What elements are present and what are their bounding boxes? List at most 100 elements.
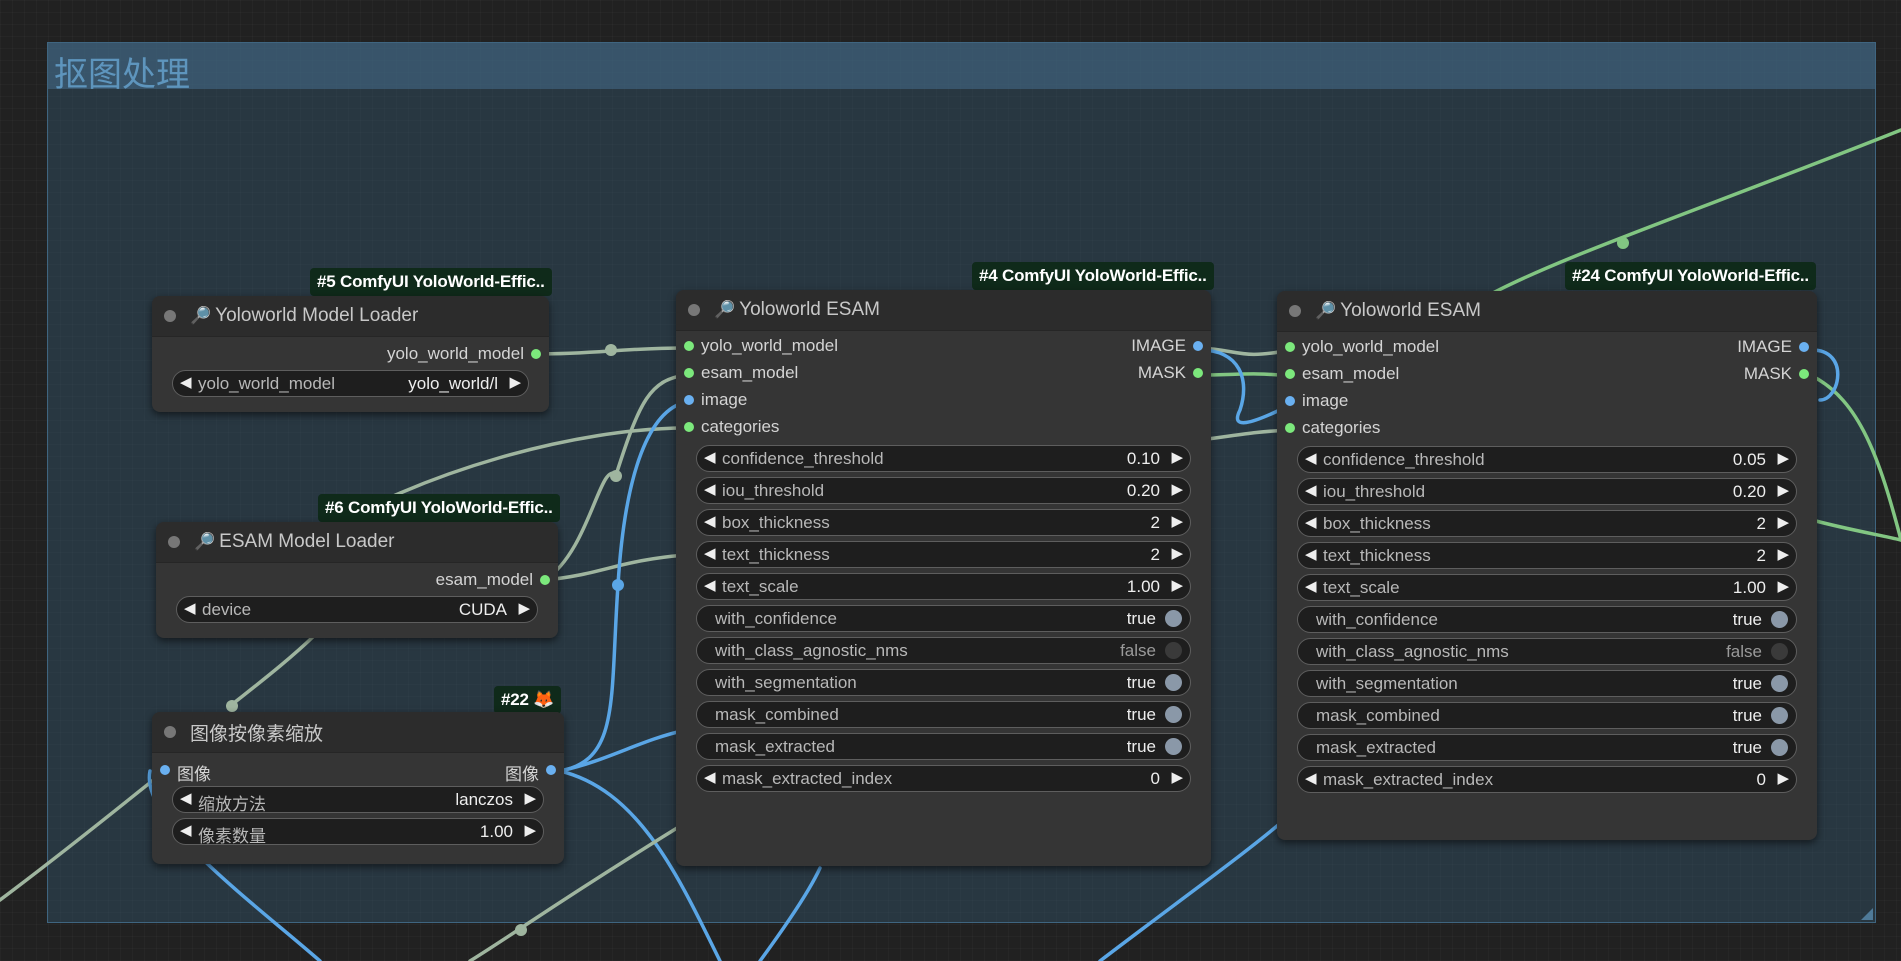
collapse-dot-icon[interactable]: [168, 536, 180, 548]
arrow-right-icon[interactable]: ▶: [1171, 513, 1183, 530]
arrow-right-icon[interactable]: ▶: [1171, 449, 1183, 466]
input-slot[interactable]: [1285, 342, 1295, 352]
toggle-knob-icon[interactable]: [1165, 642, 1182, 659]
collapse-dot-icon[interactable]: [164, 310, 176, 322]
node-yoloworld-esam-24[interactable]: 🔎 Yoloworld ESAM yolo_world_model IMAGE …: [1277, 291, 1817, 840]
group-resize-handle[interactable]: [1861, 908, 1873, 920]
arrow-right-icon[interactable]: ▶: [1171, 545, 1183, 562]
arrow-left-icon[interactable]: ◀: [704, 545, 716, 562]
arrow-left-icon[interactable]: ◀: [180, 374, 192, 391]
arrow-left-icon[interactable]: ◀: [184, 600, 196, 617]
input-slot[interactable]: [684, 395, 694, 405]
arrow-left-icon[interactable]: ◀: [1305, 546, 1317, 563]
toggle-knob-icon[interactable]: [1771, 707, 1788, 724]
arrow-left-icon[interactable]: ◀: [180, 822, 192, 839]
arrow-left-icon[interactable]: ◀: [1305, 482, 1317, 499]
toggle-knob-icon[interactable]: [1165, 706, 1182, 723]
group-header[interactable]: 抠图处理: [48, 43, 1875, 95]
arrow-right-icon[interactable]: ▶: [524, 822, 536, 839]
output-slot[interactable]: [1193, 341, 1203, 351]
input-slot[interactable]: [1285, 423, 1295, 433]
arrow-left-icon[interactable]: ◀: [180, 790, 192, 807]
node-title-bar[interactable]: 🔎 Yoloworld ESAM: [676, 290, 1211, 331]
collapse-dot-icon[interactable]: [164, 726, 176, 738]
node-esam-model-loader[interactable]: 🔎 ESAM Model Loader esam_model ◀ device …: [156, 522, 558, 638]
arrow-right-icon[interactable]: ▶: [509, 374, 521, 391]
arrow-right-icon[interactable]: ▶: [1777, 578, 1789, 595]
output-slot[interactable]: [531, 349, 541, 359]
arrow-left-icon[interactable]: ◀: [704, 513, 716, 530]
node-yoloworld-model-loader[interactable]: 🔎 Yoloworld Model Loader yolo_world_mode…: [152, 296, 549, 412]
collapse-dot-icon[interactable]: [1289, 305, 1301, 317]
arrow-right-icon[interactable]: ▶: [1777, 514, 1789, 531]
toggle-knob-icon[interactable]: [1165, 738, 1182, 755]
node-title-bar[interactable]: 🔎 Yoloworld Model Loader: [152, 296, 549, 337]
arrow-right-icon[interactable]: ▶: [1777, 482, 1789, 499]
arrow-left-icon[interactable]: ◀: [704, 449, 716, 466]
toggle-knob-icon[interactable]: [1165, 610, 1182, 627]
node-title-bar[interactable]: 图像按像素缩放: [152, 712, 564, 753]
combo-widget-scale-method[interactable]: ◀ 缩放方法 lanczos ▶: [172, 786, 544, 814]
arrow-right-icon[interactable]: ▶: [524, 790, 536, 807]
combo-widget-yolo-world-model[interactable]: ◀ yolo_world_model yolo_world/l ▶: [172, 370, 529, 397]
toggle-knob-icon[interactable]: [1771, 611, 1788, 628]
arrow-right-icon[interactable]: ▶: [518, 600, 530, 617]
arrow-right-icon[interactable]: ▶: [1777, 770, 1789, 787]
output-slot[interactable]: [1193, 368, 1203, 378]
arrow-left-icon[interactable]: ◀: [704, 769, 716, 786]
arrow-left-icon[interactable]: ◀: [1305, 514, 1317, 531]
toggle-knob-icon[interactable]: [1771, 675, 1788, 692]
toggle-knob-icon[interactable]: [1771, 739, 1788, 756]
input-slot[interactable]: [684, 368, 694, 378]
input-slot[interactable]: [684, 341, 694, 351]
output-slot[interactable]: [1799, 342, 1809, 352]
number-widget-pixel-count[interactable]: ◀ 像素数量 1.00 ▶: [172, 818, 544, 846]
arrow-right-icon[interactable]: ▶: [1777, 450, 1789, 467]
arrow-left-icon[interactable]: ◀: [704, 577, 716, 594]
input-slot[interactable]: [1285, 369, 1295, 379]
node-image-scale-by-pixels[interactable]: 图像按像素缩放 图像 图像 ◀ 缩放方法 lanczos ▶ ◀ 像素数量 1.…: [152, 712, 564, 864]
combo-widget-device[interactable]: ◀ device CUDA ▶: [176, 596, 538, 623]
arrow-right-icon[interactable]: ▶: [1171, 577, 1183, 594]
output-slot[interactable]: [1799, 369, 1809, 379]
arrow-left-icon[interactable]: ◀: [1305, 578, 1317, 595]
node-yoloworld-esam-4[interactable]: 🔎 Yoloworld ESAM yolo_world_model IMAGE …: [676, 290, 1211, 866]
node-title-bar[interactable]: 🔎 Yoloworld ESAM: [1277, 291, 1817, 332]
arrow-left-icon[interactable]: ◀: [1305, 770, 1317, 787]
collapse-dot-icon[interactable]: [688, 304, 700, 316]
input-slot[interactable]: [1285, 396, 1295, 406]
toggle-knob-icon[interactable]: [1771, 643, 1788, 660]
output-slot[interactable]: [546, 765, 556, 775]
input-slot[interactable]: [160, 765, 170, 775]
arrow-right-icon[interactable]: ▶: [1171, 769, 1183, 786]
input-slot[interactable]: [684, 422, 694, 432]
arrow-right-icon[interactable]: ▶: [1777, 546, 1789, 563]
output-slot[interactable]: [540, 575, 550, 585]
node-title-bar[interactable]: 🔎 ESAM Model Loader: [156, 522, 558, 563]
arrow-left-icon[interactable]: ◀: [1305, 450, 1317, 467]
toggle-knob-icon[interactable]: [1165, 674, 1182, 691]
arrow-right-icon[interactable]: ▶: [1171, 481, 1183, 498]
